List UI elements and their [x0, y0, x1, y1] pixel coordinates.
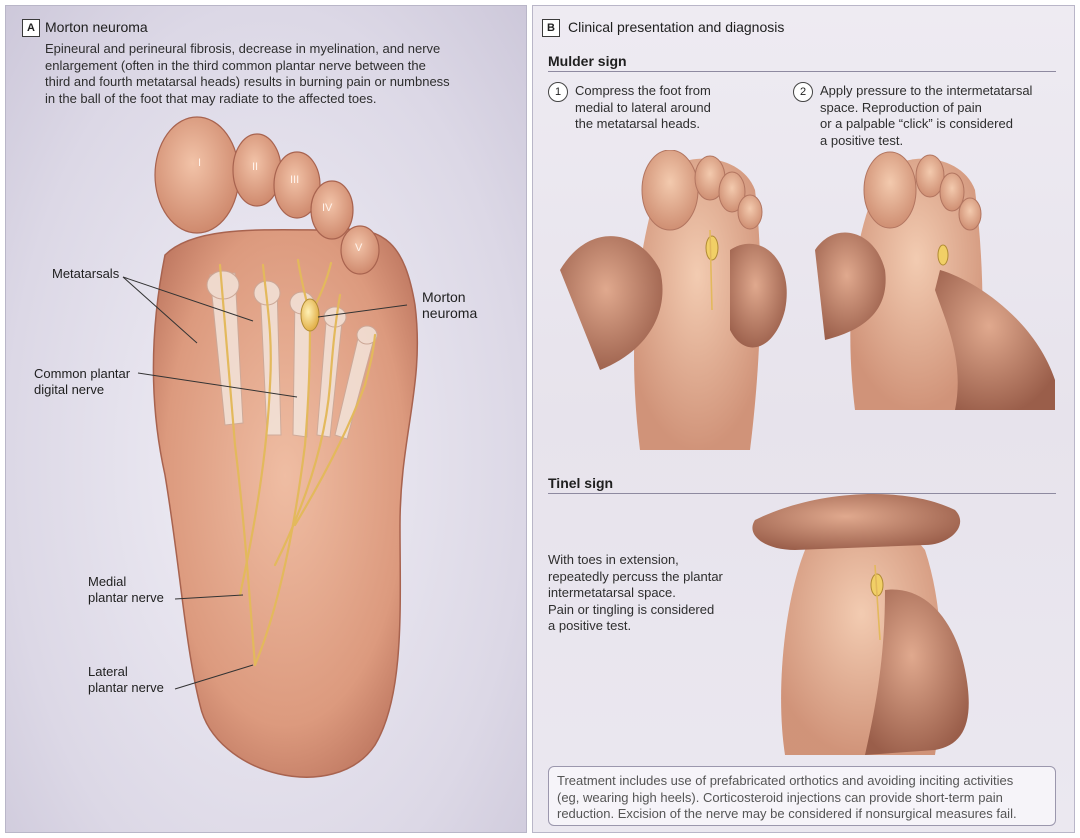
tinel-line: repeatedly percuss the plantar — [548, 568, 723, 584]
label-line: Lateral — [88, 664, 128, 679]
tinel-line: a positive test. — [548, 618, 632, 633]
label-morton-line: Morton — [422, 289, 466, 305]
tinel-text: With toes in extension, repeatedly percu… — [548, 552, 723, 635]
label-medial-plantar-nerve: Medial plantar nerve — [88, 574, 164, 606]
label-line: digital nerve — [34, 382, 105, 397]
label-line: plantar nerve — [88, 680, 164, 695]
panel-a-description: Epineural and perineural fibrosis, decre… — [45, 41, 450, 107]
step-line: medial to lateral around — [575, 99, 711, 115]
step-line: space. Reproduction of pain — [820, 99, 982, 115]
morton-neuroma-shape — [300, 298, 320, 332]
step-line: Apply pressure to the intermetatarsal — [820, 83, 1033, 98]
description-line: third and fourth metatarsal heads) resul… — [45, 74, 450, 89]
toe-1 — [154, 116, 240, 234]
toe-label-4: IV — [322, 202, 333, 214]
mulder-sign-heading: Mulder sign — [548, 53, 1056, 72]
mulder-step2-illustration — [815, 151, 1055, 410]
treatment-text: Treatment includes use of prefabricated … — [557, 773, 1051, 823]
tinel-illustration — [752, 493, 969, 755]
toe-label-3: III — [290, 174, 300, 186]
description-line: enlargement (often in the third common p… — [45, 57, 426, 73]
toe-label-1: I — [198, 157, 202, 169]
label-lateral-plantar-nerve: Lateral plantar nerve — [88, 664, 164, 696]
step-line: the metatarsal heads. — [575, 116, 701, 131]
tinel-line: Pain or tingling is considered — [548, 601, 715, 617]
toe-4 — [310, 180, 354, 240]
panel-a-title: Morton neuroma — [45, 19, 148, 35]
label-line: Common plantar — [34, 366, 131, 381]
step-line: a positive test. — [820, 132, 904, 148]
label-morton-line: neuroma — [422, 305, 478, 321]
step-1-number: 1 — [548, 82, 568, 102]
tinel-line: intermetatarsal space. — [548, 585, 676, 600]
panel-a-letter: A — [22, 19, 40, 37]
toe-3 — [273, 151, 321, 219]
sole-shape — [152, 228, 419, 778]
step-2-number: 2 — [793, 82, 813, 102]
toe-5 — [340, 225, 380, 275]
treatment-line: reduction. Excision of the nerve may be … — [557, 806, 1017, 821]
treatment-line: Treatment includes use of prefabricated … — [557, 773, 1014, 788]
leader-lines — [122, 276, 408, 690]
label-morton-neuroma: Morton neuroma — [422, 289, 477, 321]
description-line: in the ball of the foot that may radiate… — [45, 90, 377, 106]
toe-label-2: II — [252, 161, 259, 173]
label-line: plantar nerve — [88, 590, 164, 605]
treatment-box: Treatment includes use of prefabricated … — [548, 766, 1056, 826]
label-common-plantar-digital-nerve: Common plantar digital nerve — [34, 366, 130, 398]
step-line: or a palpable “click” is considered — [820, 116, 1013, 131]
tinel-sign-heading: Tinel sign — [548, 475, 1056, 494]
plantar-nerves — [218, 258, 377, 667]
step-line: Compress the foot from — [575, 83, 711, 98]
description-line: Epineural and perineural fibrosis, decre… — [45, 41, 441, 56]
tinel-line: With toes in extension, — [548, 552, 679, 567]
label-metatarsals: Metatarsals — [52, 266, 120, 281]
label-line: Medial — [88, 574, 127, 589]
foot-plantar-illustration — [122, 116, 419, 778]
mulder-step1-illustration — [560, 150, 787, 450]
panel-b-title: Clinical presentation and diagnosis — [568, 19, 785, 35]
panel-b-letter: B — [542, 19, 560, 37]
step-1-text: Compress the foot from medial to lateral… — [575, 83, 711, 133]
step-2-text: Apply pressure to the intermetatarsal sp… — [820, 83, 1032, 149]
treatment-line: (eg, wearing high heels). Corticosteroid… — [557, 789, 1003, 805]
toe-label-5: V — [355, 242, 363, 254]
